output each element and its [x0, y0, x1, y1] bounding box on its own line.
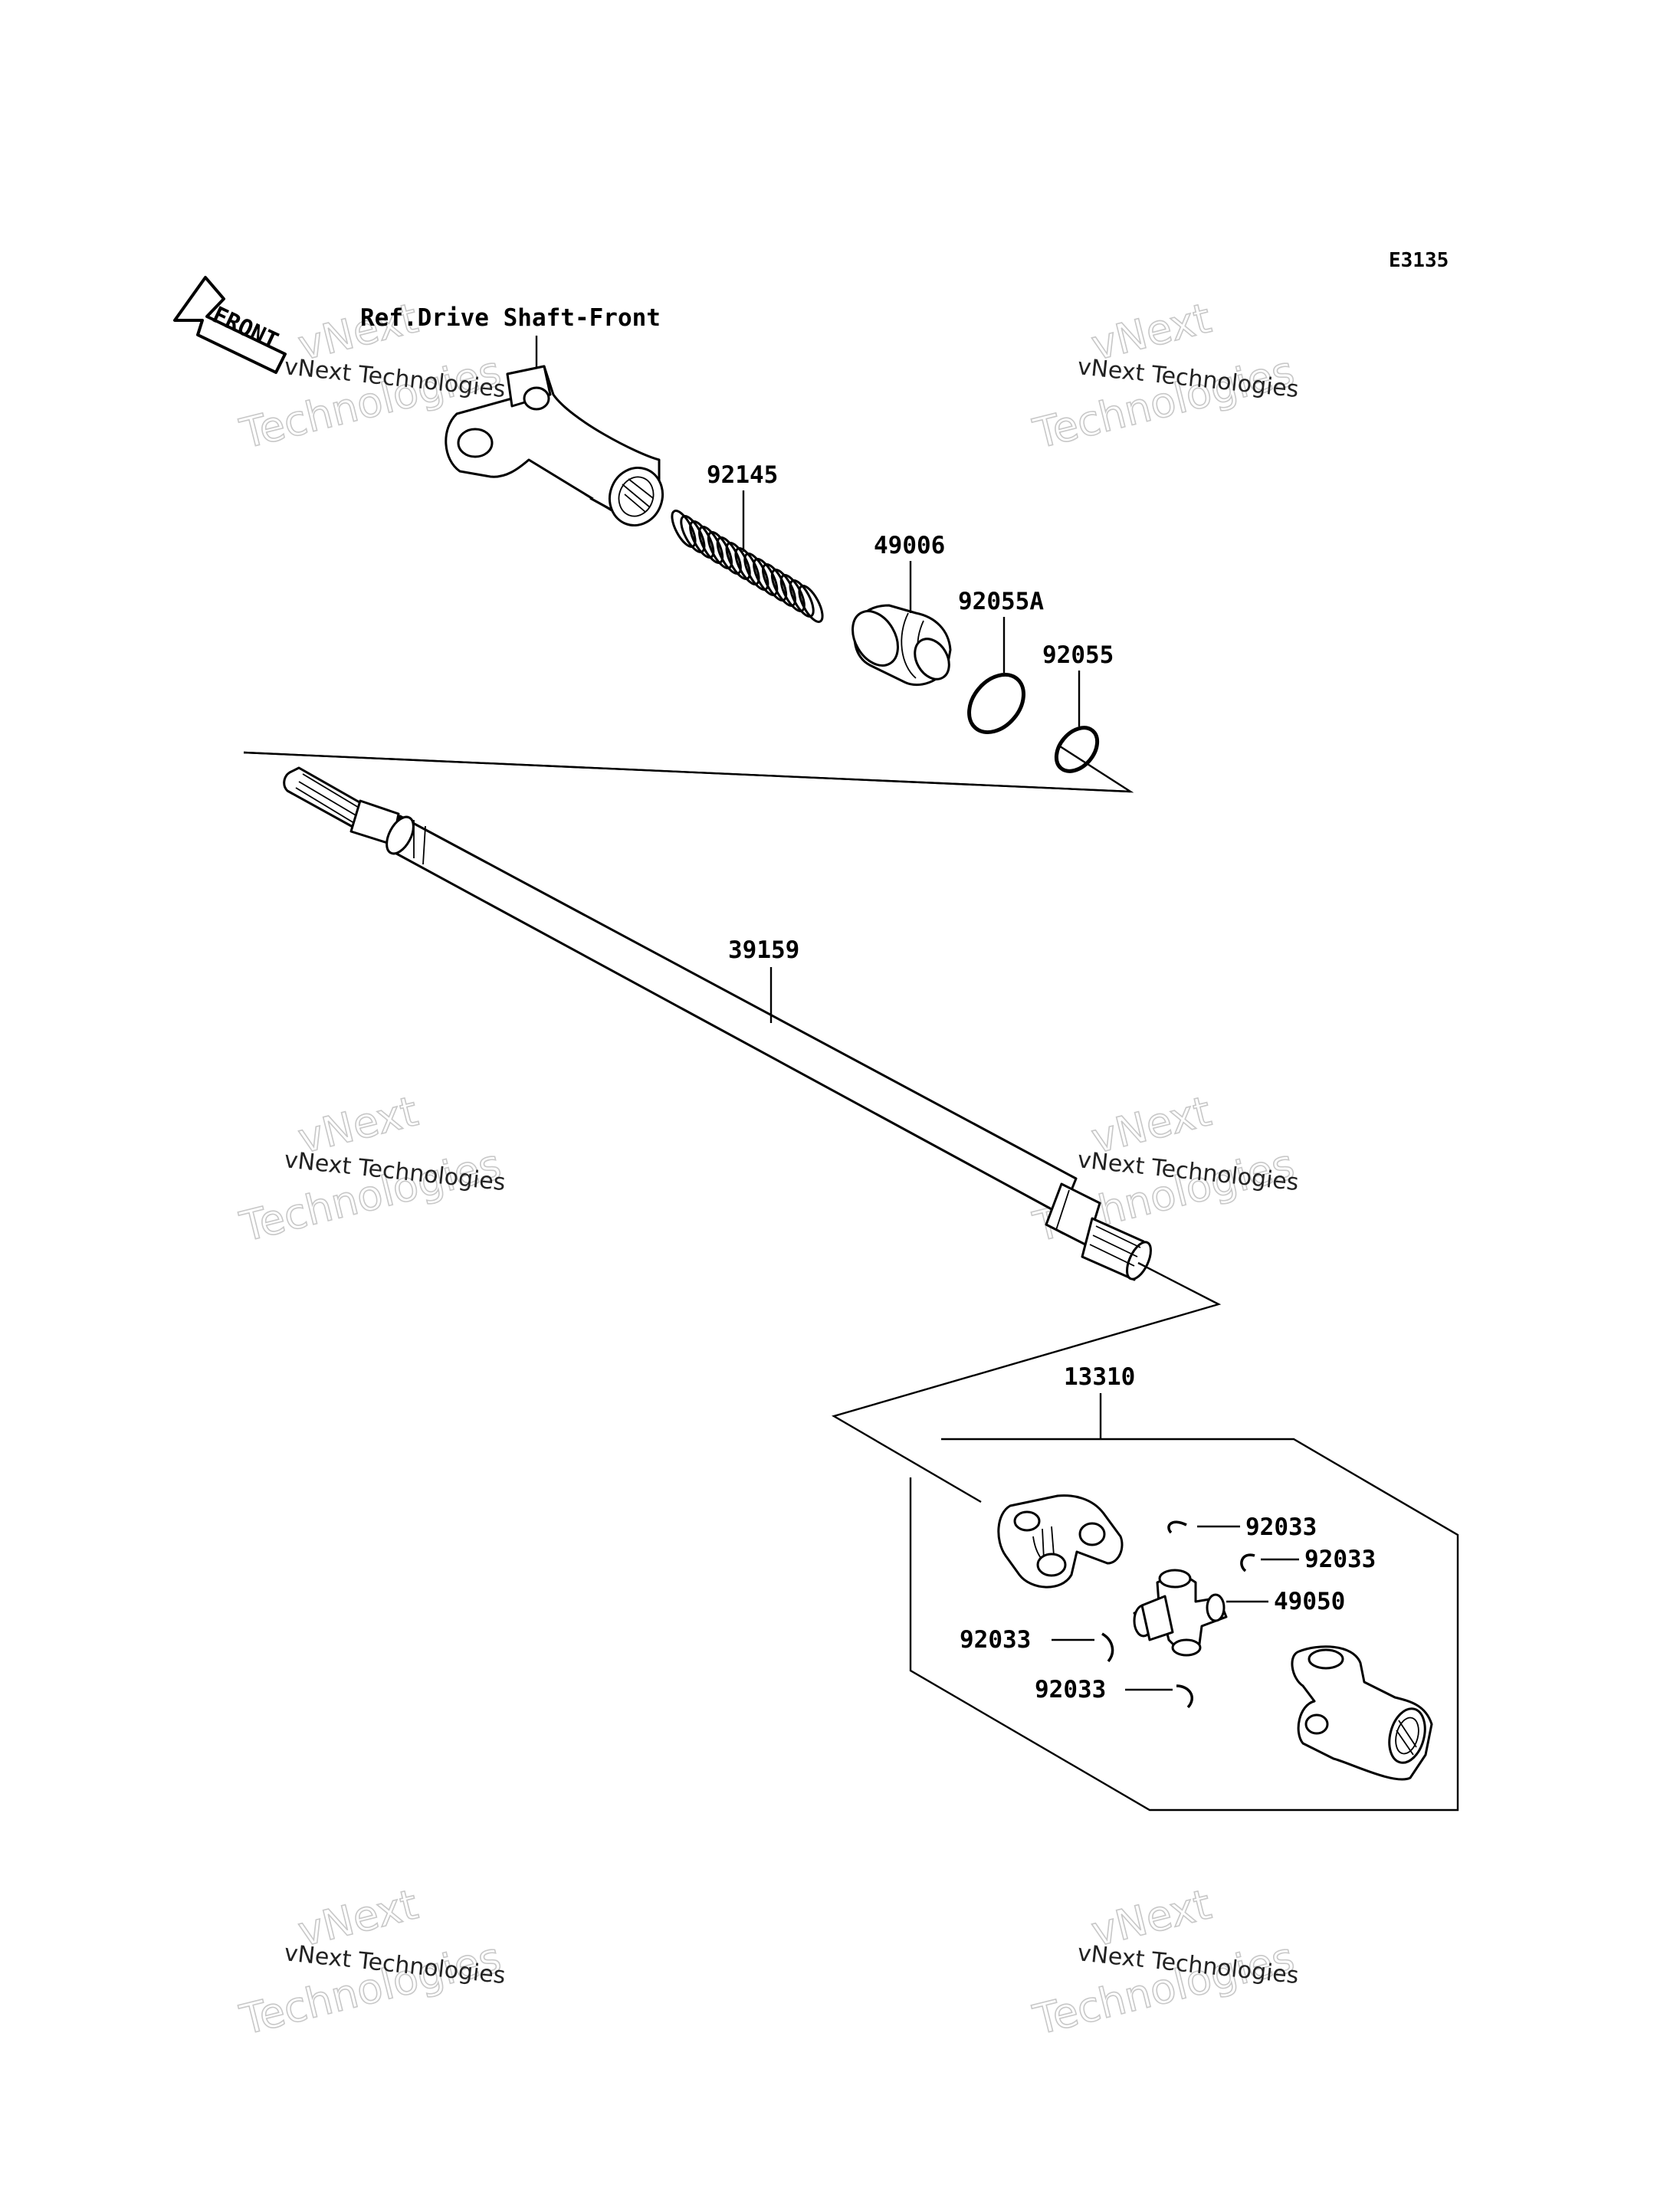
- snap-ring-2: [1240, 1553, 1255, 1572]
- drive-shaft-39159: [283, 766, 1152, 1281]
- label-snap-ring-1: 92033: [1245, 1513, 1317, 1541]
- rear-yoke-lower: [1291, 1645, 1433, 1781]
- diagram-code: E3135: [1389, 249, 1449, 272]
- spring-92145: [671, 510, 824, 623]
- oring-92055a: [967, 672, 1025, 735]
- front-arrow-icon: FRONT: [173, 276, 287, 374]
- label-drive-shaft: 39159: [728, 936, 799, 964]
- snap-ring-1: [1167, 1520, 1187, 1534]
- label-boot: 49006: [874, 532, 945, 559]
- label-snap-ring-2: 92033: [1304, 1546, 1376, 1573]
- label-joint-assembly: 13310: [1064, 1363, 1135, 1391]
- snap-ring-4: [1176, 1684, 1193, 1709]
- bracket-top: [243, 743, 1134, 793]
- spring-coil: [798, 585, 824, 623]
- spring-coil: [789, 579, 815, 618]
- oring-92055: [1054, 726, 1100, 773]
- label-spring: 92145: [707, 461, 778, 489]
- watermark-bottom-left: vNext Technologies vNext Technologies: [235, 1880, 507, 2045]
- rear-yoke-upper: [997, 1494, 1124, 1589]
- label-snap-ring-4: 92033: [1035, 1676, 1106, 1703]
- label-snap-ring-3: 92033: [960, 1626, 1031, 1654]
- snap-ring-3: [1101, 1632, 1114, 1663]
- label-spider: 49050: [1274, 1588, 1345, 1615]
- watermark-top-right: vNext Technologies vNext Technologies: [1028, 293, 1300, 459]
- watermark-bottom-right: vNext Technologies vNext Technologies: [1028, 1880, 1300, 2045]
- boot-49006: [851, 604, 952, 687]
- label-oring-large: 92055A: [958, 588, 1044, 615]
- bracket-bottom: [831, 1261, 1222, 1503]
- label-oring-small: 92055: [1042, 641, 1114, 669]
- reference-label: Ref.Drive Shaft-Front: [360, 304, 661, 332]
- spider-49050: [1133, 1569, 1228, 1657]
- joint-assembly-box: [909, 1438, 1459, 1812]
- front-yoke: [445, 365, 664, 527]
- watermark-mid-left: vNext Technologies vNext Technologies: [235, 1087, 507, 1252]
